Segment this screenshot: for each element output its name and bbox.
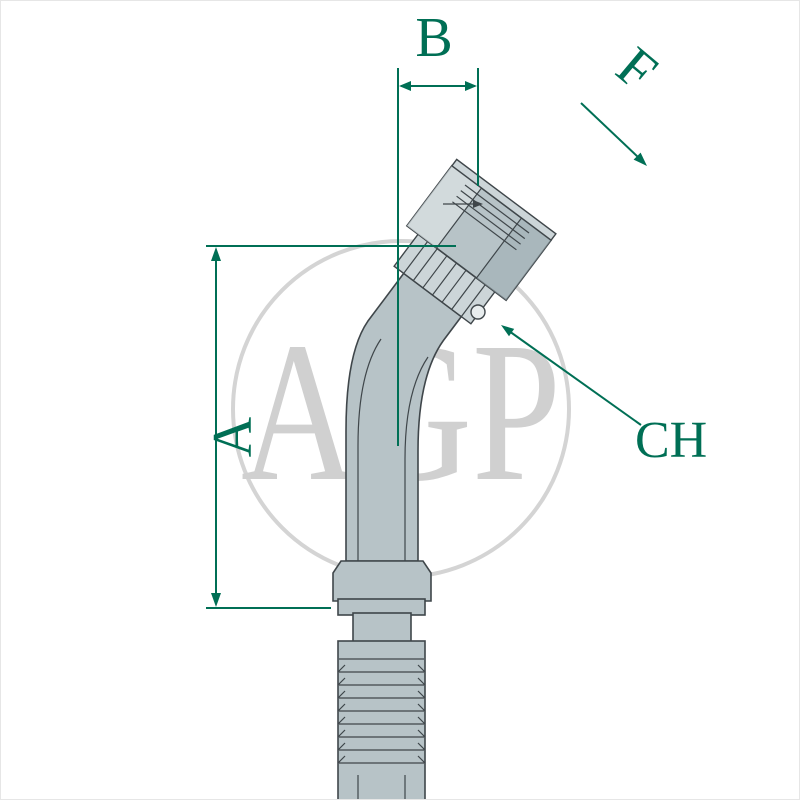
ferrule — [393, 233, 496, 325]
ball-detail — [470, 304, 486, 320]
hatch-lines — [403, 241, 486, 317]
dim-ch-leader — [508, 330, 642, 426]
hex-facet-lines — [436, 187, 522, 279]
dim-f-leader — [580, 102, 640, 159]
dim-b: B — [397, 7, 479, 446]
crimp-collar — [332, 560, 432, 644]
hose-tail — [337, 640, 426, 799]
dim-a: A — [202, 245, 456, 609]
dim-b-arrow-left — [399, 81, 411, 91]
dim-a-arrow-down — [211, 593, 221, 607]
dim-ch-arrow — [501, 325, 515, 337]
dim-f-arrow — [633, 152, 647, 166]
dim-a-arrow-up — [211, 247, 221, 261]
fitting-drawing — [332, 158, 557, 799]
dim-b-arrow-right — [465, 81, 477, 91]
dim-label-b: B — [415, 7, 452, 69]
dim-label-f: F — [605, 35, 669, 103]
dim-label-a: A — [202, 416, 264, 457]
centerline-arrow — [443, 200, 483, 208]
dim-ch: CH — [501, 325, 707, 469]
dim-label-ch: CH — [635, 412, 707, 469]
barb-lines — [337, 658, 426, 764]
dim-f: F — [580, 35, 669, 166]
